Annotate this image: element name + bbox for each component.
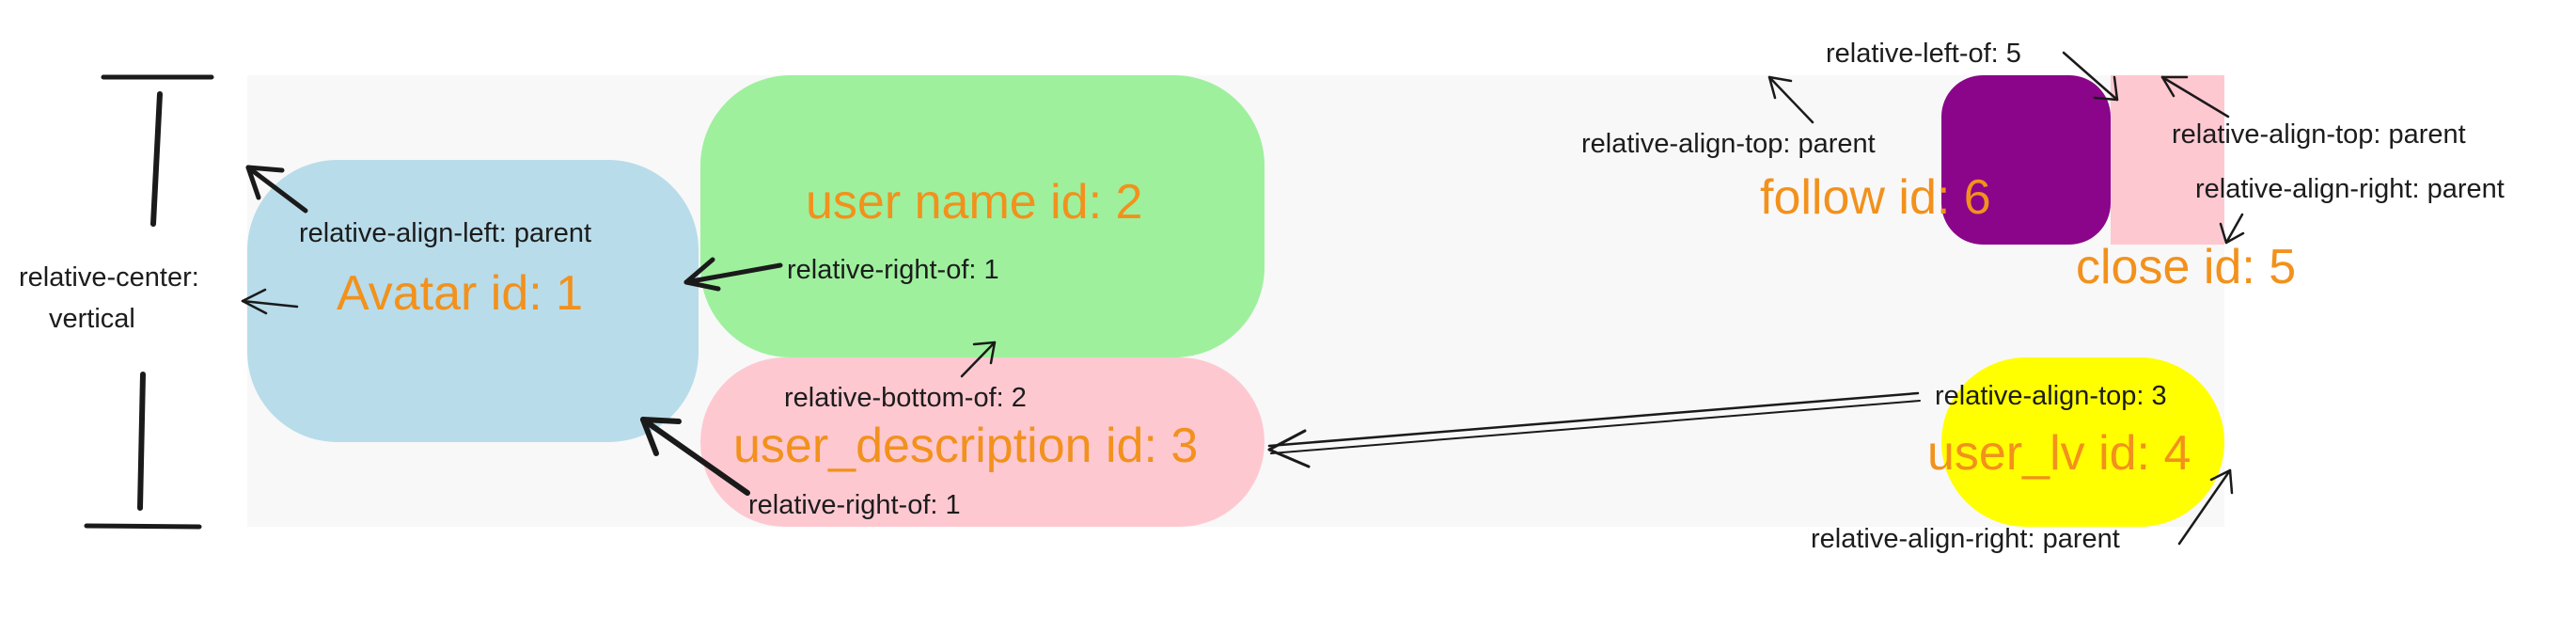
follow-label: follow id: 6 (1760, 170, 1991, 225)
close-box (2111, 75, 2224, 245)
user-lv-label: user_lv id: 4 (1927, 426, 2191, 481)
annotation-lv-align-right: relative-align-right: parent (1811, 524, 2120, 554)
annotation-close-align-right: relative-align-right: parent (2195, 174, 2505, 204)
close-label: close id: 5 (2076, 240, 2297, 294)
follow-box (1941, 75, 2111, 245)
annotation-center-vertical-2: vertical (49, 304, 135, 334)
user-description-box: user_description id: 3 (700, 357, 1264, 527)
user-name-box: user name id: 2 (700, 75, 1264, 357)
user-name-label: user name id: 2 (806, 175, 1143, 230)
annotation-center-vertical-1: relative-center: (19, 262, 199, 293)
annotation-desc-right-of: relative-right-of: 1 (748, 490, 961, 520)
avatar-box: Avatar id: 1 (247, 160, 699, 442)
annotation-avatar-align-left: relative-align-left: parent (299, 218, 592, 248)
annotation-desc-bottom-of: relative-bottom-of: 2 (784, 383, 1027, 413)
annotation-lv-align-top: relative-align-top: 3 (1935, 381, 2167, 411)
annotation-close-align-top: relative-align-top: parent (2172, 119, 2466, 150)
user-lv-box (1941, 357, 2224, 527)
annotation-follow-align-top: relative-align-top: parent (1581, 129, 1876, 159)
annotation-follow-left-of: relative-left-of: 5 (1826, 39, 2021, 69)
avatar-label: Avatar id: 1 (337, 266, 584, 321)
user-description-label: user_description id: 3 (733, 419, 1199, 473)
vertical-span-marker (84, 74, 214, 530)
annotation-username-right-of: relative-right-of: 1 (787, 255, 999, 285)
